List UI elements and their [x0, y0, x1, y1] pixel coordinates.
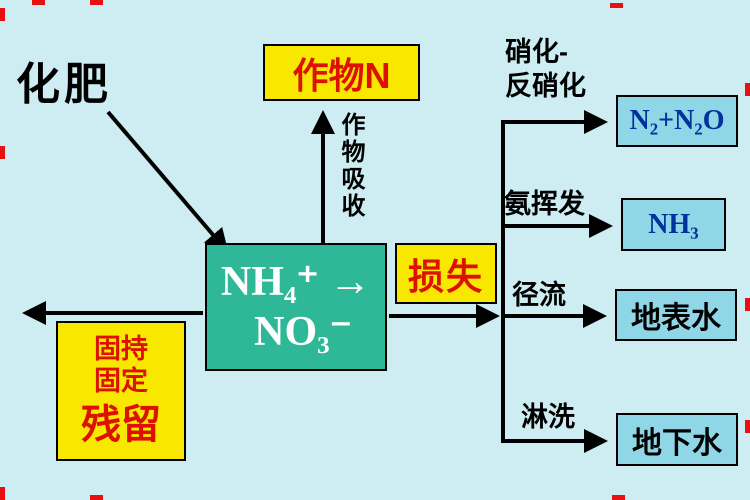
edge-mark — [745, 298, 750, 311]
residual-label: 残留 — [81, 403, 161, 448]
branch-label-leaching: 淋洗 — [521, 402, 575, 432]
crop-n-box: 作物N — [263, 44, 420, 101]
edge-mark — [745, 420, 750, 433]
branch-label-runoff: 径流 — [512, 280, 566, 310]
edge-mark — [612, 495, 625, 500]
loss-box: 损失 — [395, 243, 497, 304]
fixation-label: 固定 — [94, 366, 148, 396]
no3-formula: NO₃⁻ — [254, 309, 352, 355]
residue-box: 固持 固定 残留 — [56, 321, 186, 461]
result-box-n2-n2o: N₂+N₂O — [616, 95, 738, 147]
branch-label-denitrification: 硝化- 反硝化 — [505, 37, 586, 101]
branch-label-volatilization: 氨挥发 — [504, 189, 585, 219]
arrow-fertilizer-to-pool — [106, 110, 229, 254]
result-box-nh3: NH₃ — [621, 198, 726, 251]
nitrogen-pool-box: NH₄⁺ → NO₃⁻ — [205, 243, 387, 371]
edge-mark — [32, 0, 45, 5]
nh4-formula: NH₄⁺ → — [220, 258, 372, 305]
fertilizer-label: 化肥 — [16, 60, 112, 109]
result-box-surface-water: 地表水 — [615, 289, 737, 341]
edge-mark — [0, 8, 5, 21]
edge-mark — [745, 83, 750, 96]
edge-mark — [90, 495, 103, 500]
edge-mark — [90, 0, 103, 5]
result-box-ground-water: 地下水 — [616, 413, 738, 466]
edge-mark — [610, 3, 623, 8]
edge-mark — [0, 146, 5, 159]
edge-mark — [0, 487, 5, 500]
crop-absorption-label: 作物吸收 — [337, 112, 364, 220]
immobilization-label: 固持 — [94, 333, 148, 364]
